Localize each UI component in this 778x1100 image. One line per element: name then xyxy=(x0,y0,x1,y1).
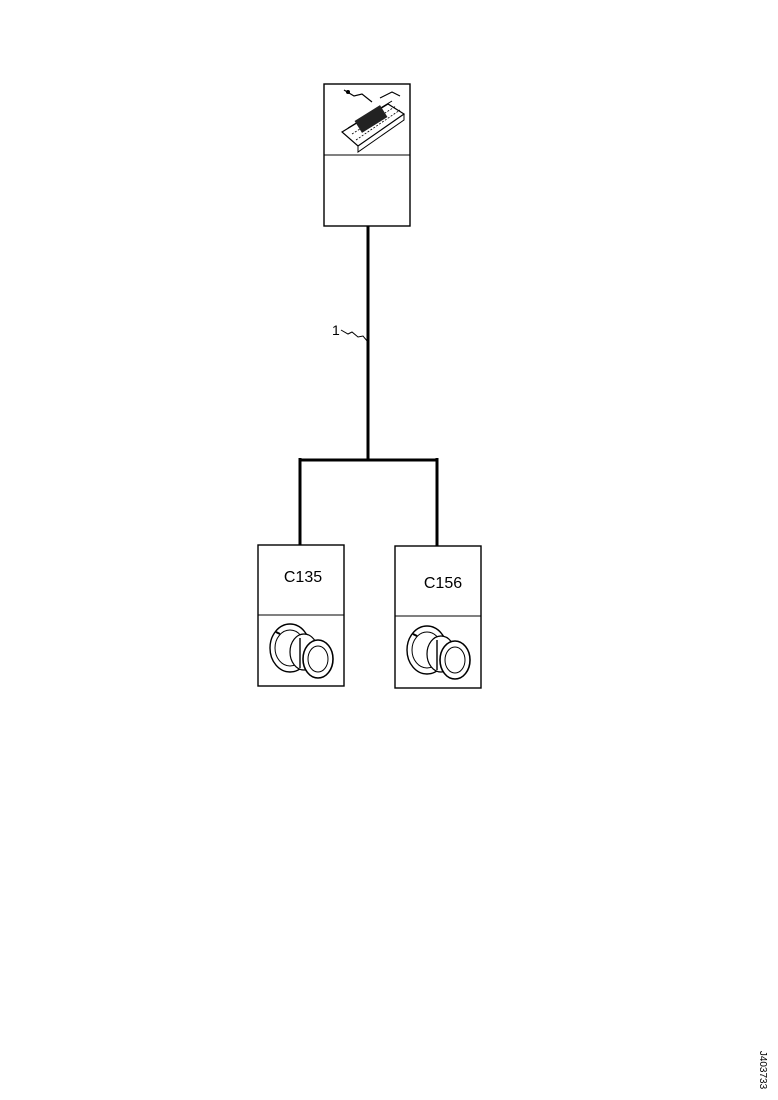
top-component-box xyxy=(323,83,411,227)
wire-reference-marker: 1 xyxy=(332,322,369,343)
multi-pin-harness-connector-icon xyxy=(340,89,406,153)
round-connector-icon xyxy=(269,623,334,679)
figure-code: J403733 xyxy=(757,1051,768,1090)
wire-reference-label: 1 xyxy=(332,322,340,338)
connector-c156-box: C156 xyxy=(394,545,482,689)
connector-c135-label: C135 xyxy=(284,569,322,586)
leader-line xyxy=(340,329,369,343)
connector-c135-box: C135 xyxy=(257,544,345,687)
round-connector-icon xyxy=(406,625,471,680)
connector-c156-label: C156 xyxy=(424,575,462,592)
branch-splitter xyxy=(298,458,439,546)
